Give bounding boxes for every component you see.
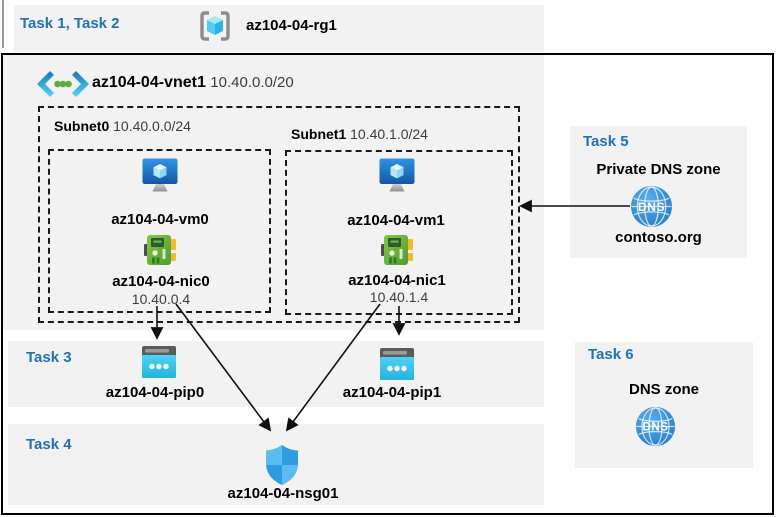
task3-heading: Task 3	[26, 349, 72, 366]
nic0-label: az104-04-nic0	[112, 273, 210, 290]
task12-heading: Task 1, Task 2	[20, 15, 120, 32]
pip0-icon	[142, 346, 176, 378]
vnet-title: az104-04-vnet1 10.40.0.0/20	[92, 74, 294, 92]
vnet-icon	[36, 70, 90, 98]
vm1-label: az104-04-vm1	[347, 212, 445, 229]
subnet0-box	[48, 149, 271, 313]
vm0-icon	[142, 158, 178, 192]
pip1-icon	[380, 348, 414, 380]
dns-zone-icon: DNS	[635, 406, 676, 447]
nic0-icon	[144, 235, 176, 265]
subnet0-cidr: 10.40.0.0/24	[113, 118, 191, 134]
subnet1-cidr: 10.40.1.0/24	[350, 126, 428, 142]
subnet1-name: Subnet1	[291, 126, 347, 142]
private-dns-zone-icon: DNS	[630, 185, 673, 228]
dns-icon-text: DNS	[643, 421, 669, 434]
nic1-icon	[381, 235, 413, 265]
subnet1-title: Subnet1 10.40.1.0/24	[291, 126, 428, 142]
resource-group-icon	[200, 11, 230, 41]
nsg-shield-icon	[264, 444, 300, 486]
nic1-label: az104-04-nic1	[348, 272, 446, 289]
task6-heading: Task 6	[588, 346, 634, 363]
vnet-region	[3, 55, 544, 330]
nic0-ip: 10.40.0.4	[131, 291, 191, 307]
vnet-cidr: 10.40.0.0/20	[210, 74, 294, 91]
vm0-label: az104-04-vm0	[111, 211, 209, 228]
private-dns-zone-name: contoso.org	[615, 229, 702, 246]
pip1-label: az104-04-pip1	[342, 384, 442, 401]
vnet-name: az104-04-vnet1	[92, 74, 206, 91]
edge-tick	[2, 0, 4, 48]
vm1-icon	[379, 158, 415, 192]
private-dns-zone-title: Private DNS zone	[596, 161, 721, 178]
task3-band	[8, 341, 544, 407]
dns-zone-title: DNS zone	[628, 381, 699, 398]
task5-heading: Task 5	[583, 133, 629, 150]
subnet0-title: Subnet0 10.40.0.0/24	[54, 118, 191, 134]
task12-band	[14, 5, 544, 52]
nsg-label: az104-04-nsg01	[227, 485, 339, 502]
resource-group-label: az104-04-rg1	[246, 17, 337, 34]
task6-box	[575, 342, 753, 468]
nic1-ip: 10.40.1.4	[369, 289, 429, 305]
task4-heading: Task 4	[26, 436, 72, 453]
subnet-group-box	[38, 106, 520, 323]
pip0-label: az104-04-pip0	[105, 384, 205, 401]
dns-icon-text: DNS	[638, 200, 665, 214]
subnet0-name: Subnet0	[54, 118, 110, 134]
